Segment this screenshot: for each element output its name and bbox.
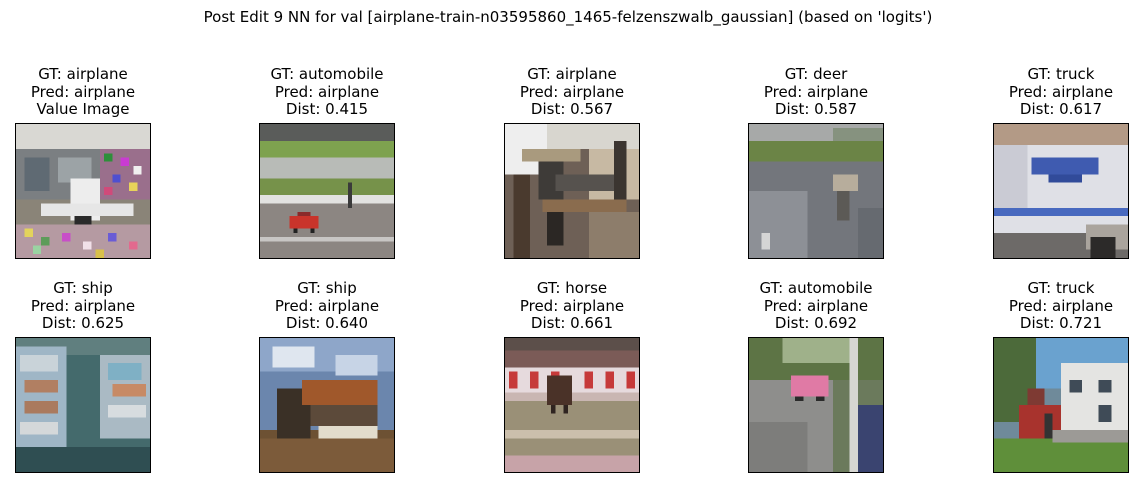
panel-gt-label: GT: truck (1027, 65, 1095, 83)
panel-dist-label: Dist: 0.692 (774, 314, 858, 332)
panel-gt-label: GT: automobile (270, 65, 384, 83)
panel-gt-label: GT: horse (536, 279, 608, 297)
panel-pred-label: Pred: airplane (30, 296, 136, 315)
panel-caption: GT: automobile Pred: airplane Dist: 0.41… (199, 65, 455, 119)
panel-caption: GT: horse Pred: airplane Dist: 0.661 (444, 279, 700, 333)
panel-gt-label: GT: ship (53, 279, 113, 297)
panel-gt-label: GT: automobile (759, 279, 873, 297)
panel-caption: GT: airplane Pred: airplane Value Image (0, 65, 211, 119)
panel-pred-label: Pred: airplane (763, 82, 869, 101)
panel-dist-label: Dist: 0.587 (774, 100, 858, 118)
panel-caption: GT: truck Pred: airplane Dist: 0.617 (933, 65, 1136, 119)
panel-pred-label: Pred: airplane (30, 82, 136, 101)
thumbnail-image (259, 123, 395, 259)
panel-dist-label: Dist: 0.617 (1019, 100, 1103, 118)
panel-pred-label: Pred: airplane (274, 82, 380, 101)
panel-gt-label: GT: airplane (527, 65, 617, 83)
thumbnail-image (504, 337, 640, 473)
panel-dist-label: Dist: 0.415 (285, 100, 369, 118)
panel-dist-label: Dist: 0.625 (41, 314, 125, 332)
figure-title: Post Edit 9 NN for val [airplane-train-n… (203, 8, 933, 26)
panel-caption: GT: ship Pred: airplane Dist: 0.640 (199, 279, 455, 333)
thumbnail-image (504, 123, 640, 259)
panel-pred-label: Pred: airplane (1008, 296, 1114, 315)
panel-gt-label: GT: ship (297, 279, 357, 297)
panel-pred-label: Pred: airplane (1008, 82, 1114, 101)
panel-pred-label: Pred: airplane (274, 296, 380, 315)
panel-pred-label: Pred: airplane (519, 82, 625, 101)
panel-dist-label: Dist: 0.567 (530, 100, 614, 118)
panel-caption: GT: ship Pred: airplane Dist: 0.625 (0, 279, 211, 333)
panel-pred-label: Pred: airplane (763, 296, 869, 315)
panel-pred-label: Pred: airplane (519, 296, 625, 315)
thumbnail-image (15, 337, 151, 473)
panel-dist-label: Dist: 0.661 (530, 314, 614, 332)
thumbnail-image (748, 337, 884, 473)
panel-caption: GT: airplane Pred: airplane Dist: 0.567 (444, 65, 700, 119)
panel-gt-label: GT: truck (1027, 279, 1095, 297)
panel-caption: GT: deer Pred: airplane Dist: 0.587 (688, 65, 944, 119)
panel-gt-label: GT: deer (784, 65, 848, 83)
panel-gt-label: GT: airplane (38, 65, 128, 83)
panel-value-label: Value Image (36, 100, 130, 118)
panel-dist-label: Dist: 0.640 (285, 314, 369, 332)
thumbnail-image (15, 123, 151, 259)
thumbnail-image (993, 337, 1129, 473)
thumbnail-image (259, 337, 395, 473)
panel-dist-label: Dist: 0.721 (1019, 314, 1103, 332)
thumbnail-image (748, 123, 884, 259)
thumbnail-image (993, 123, 1129, 259)
panel-caption: GT: automobile Pred: airplane Dist: 0.69… (688, 279, 944, 333)
panel-caption: GT: truck Pred: airplane Dist: 0.721 (933, 279, 1136, 333)
